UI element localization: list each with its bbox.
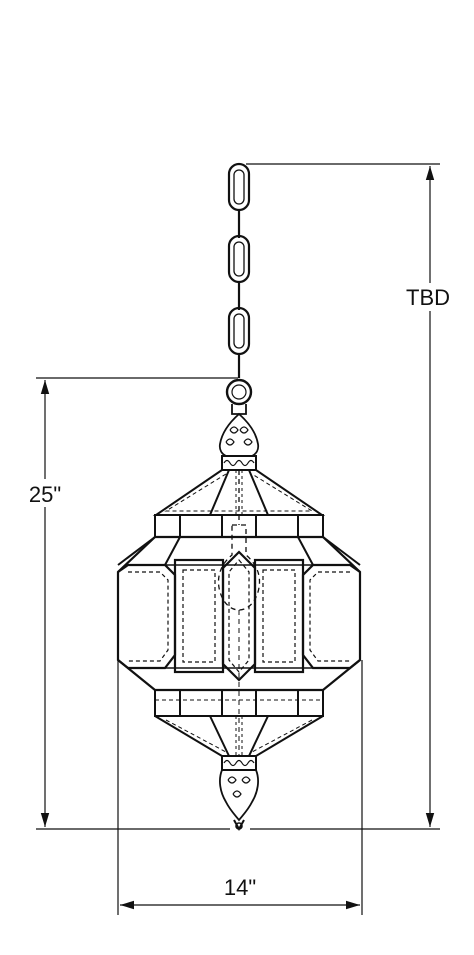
body-height-label: 25"	[29, 482, 61, 507]
panel-center-left	[173, 558, 225, 674]
panel-center-right	[253, 558, 305, 674]
hanging-ring	[225, 378, 253, 415]
top-finial	[218, 412, 260, 471]
dimension-body-height	[36, 377, 238, 830]
chain-link-1	[227, 162, 251, 212]
upper-band	[117, 514, 361, 566]
bulb-outline	[217, 470, 261, 611]
panel-center	[221, 550, 257, 682]
chain-link-2-inner	[233, 241, 245, 277]
overall-height-label: TBD	[406, 285, 450, 310]
chain	[227, 162, 251, 378]
panel-right	[301, 563, 361, 670]
panel-left	[117, 563, 177, 670]
chain-link-1-inner	[233, 169, 245, 205]
chain-link-2	[227, 234, 251, 284]
chain-link-3-inner	[233, 313, 245, 349]
dimension-width	[117, 660, 363, 915]
overall-label-bg	[404, 283, 456, 311]
body-label-bg	[22, 479, 68, 507]
bottom-finial	[219, 755, 259, 832]
chain-link-3	[227, 306, 251, 356]
width-label: 14"	[224, 875, 256, 900]
dimension-overall	[246, 163, 440, 830]
